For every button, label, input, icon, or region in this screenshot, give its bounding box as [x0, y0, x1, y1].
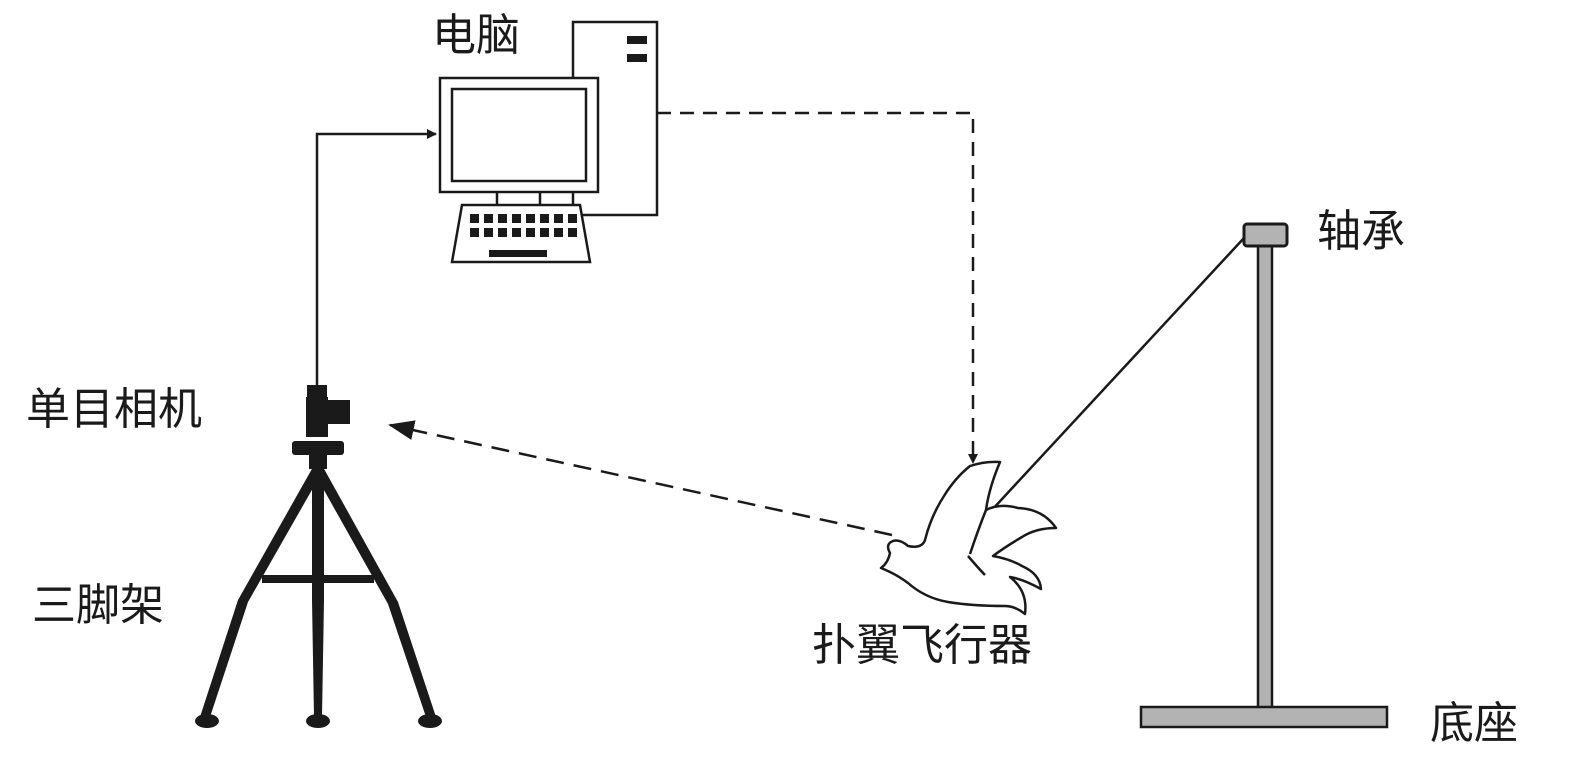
tether-line: [989, 237, 1245, 513]
bearing-block: [1242, 222, 1289, 248]
keyboard-key: [484, 228, 493, 237]
keyboard-key: [554, 214, 563, 223]
label-monocular-camera: 单目相机: [26, 384, 202, 435]
base-plate: [1139, 705, 1389, 729]
keyboard-key: [498, 228, 507, 237]
camera-icon: [306, 385, 350, 437]
flapper-to-camera-dashed-line: [388, 420, 893, 537]
keyboard-key: [568, 228, 577, 237]
keyboard-key: [526, 228, 535, 237]
label-base: 底座: [1430, 698, 1518, 749]
keyboard-key: [470, 228, 479, 237]
stand-pole: [1256, 243, 1274, 711]
keyboard-icon: [450, 203, 592, 264]
computer-to-flapper-dashed-line: [657, 111, 978, 464]
label-bearing: 轴承: [1317, 206, 1405, 257]
label-flapping-wing-aircraft: 扑翼飞行器: [812, 620, 1032, 671]
flapping-wing-aircraft-icon: [879, 460, 1058, 616]
keyboard-key: [484, 214, 493, 223]
label-tripod: 三脚架: [32, 580, 164, 631]
label-computer: 电脑: [432, 10, 520, 61]
tripod-icon: [195, 441, 442, 728]
keyboard-key: [554, 228, 563, 237]
monitor-icon: [438, 76, 600, 204]
keyboard-key: [540, 214, 549, 223]
keyboard-key: [540, 228, 549, 237]
camera-to-computer-line: [315, 129, 437, 385]
keyboard-key: [512, 214, 521, 223]
keyboard-key: [498, 214, 507, 223]
keyboard-key: [512, 228, 521, 237]
keyboard-key: [568, 214, 577, 223]
keyboard-key: [470, 214, 479, 223]
keyboard-key: [526, 214, 535, 223]
